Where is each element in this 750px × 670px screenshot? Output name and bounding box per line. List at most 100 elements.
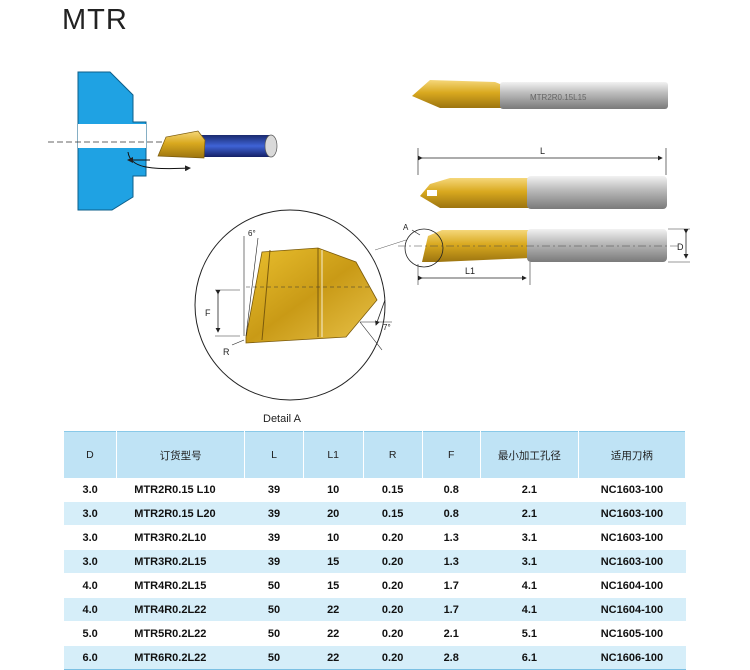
cell-r: 0.15 [363, 478, 423, 502]
cell-min-bore: 3.1 [480, 525, 579, 550]
technical-drawing: MTR2R0.15L15 L A D L1 6° [48, 71, 690, 401]
cell-r: 0.20 [363, 525, 423, 550]
cell-d: 4.0 [64, 597, 117, 622]
cell-order-no: MTR2R0.15 L20 [116, 501, 245, 526]
cell-min-bore: 6.1 [480, 645, 579, 670]
cell-d: 5.0 [64, 621, 117, 646]
cell-d: 6.0 [64, 645, 117, 670]
dim-L: L [540, 146, 545, 156]
col-header-l: L [244, 431, 304, 478]
cell-min-bore: 2.1 [480, 478, 579, 502]
cell-f: 1.7 [422, 573, 481, 598]
cell-l: 39 [244, 549, 304, 574]
cell-f: 2.8 [422, 645, 481, 670]
dim-D: D [677, 242, 684, 252]
boring-bar-in-bore [127, 130, 278, 172]
cell-l: 50 [244, 621, 304, 646]
cell-order-no: MTR5R0.2L22 [116, 621, 245, 646]
col-header-min-bore: 最小加工孔径 [480, 431, 579, 478]
cell-l1: 22 [303, 597, 364, 622]
col-header-f: F [422, 431, 481, 478]
detail-caption: Detail A [263, 413, 301, 425]
cell-holder: NC1605-100 [578, 621, 686, 646]
col-header-r: R [363, 431, 423, 478]
col-header-holder: 适用刀柄 [578, 431, 687, 478]
cell-min-bore: 4.1 [480, 597, 579, 622]
angle-7: 7° [383, 323, 391, 332]
cell-r: 0.15 [363, 501, 423, 526]
tool-dimension-view: A D L1 [398, 223, 690, 285]
cell-f: 0.8 [422, 478, 481, 502]
dim-R: R [223, 347, 230, 357]
cell-l1: 20 [303, 501, 364, 526]
cell-min-bore: 4.1 [480, 573, 579, 598]
cell-l1: 10 [303, 478, 364, 502]
cell-l: 39 [244, 525, 304, 550]
table-header-row: D 订货型号 L L1 R F 最小加工孔径 适用刀柄 [64, 431, 687, 478]
cell-r: 0.20 [363, 573, 423, 598]
cell-holder: NC1603-100 [578, 525, 686, 550]
cell-f: 0.8 [422, 501, 481, 526]
cell-order-no: MTR4R0.2L22 [116, 597, 245, 622]
cell-d: 4.0 [64, 573, 117, 598]
cell-d: 3.0 [64, 501, 117, 526]
cell-r: 0.20 [363, 597, 423, 622]
cell-order-no: MTR3R0.2L10 [116, 525, 245, 550]
callout-A: A [403, 223, 409, 232]
cell-order-no: MTR4R0.2L15 [116, 573, 245, 598]
cell-l1: 22 [303, 621, 364, 646]
cell-holder: NC1603-100 [578, 501, 686, 526]
col-header-d: D [64, 431, 117, 478]
tool-side-view: L [417, 146, 667, 209]
shank-marking: MTR2R0.15L15 [530, 93, 587, 102]
cell-r: 0.20 [363, 621, 423, 646]
cell-holder: NC1606-100 [578, 645, 686, 670]
cell-d: 3.0 [64, 478, 117, 502]
cell-order-no: MTR2R0.15 L10 [116, 478, 245, 502]
cell-r: 0.20 [363, 645, 423, 670]
col-header-order-no: 订货型号 [116, 431, 246, 478]
cell-l1: 10 [303, 525, 364, 550]
col-header-l1: L1 [303, 431, 364, 478]
cell-holder: NC1603-100 [578, 478, 686, 502]
cell-f: 1.7 [422, 597, 481, 622]
cell-order-no: MTR6R0.2L22 [116, 645, 245, 670]
cell-d: 3.0 [64, 525, 117, 550]
dim-F: F [205, 308, 211, 318]
cell-f: 2.1 [422, 621, 481, 646]
cell-l1: 15 [303, 573, 364, 598]
cell-f: 1.3 [422, 549, 481, 574]
cell-min-bore: 2.1 [480, 501, 579, 526]
page-title: MTR [62, 4, 128, 36]
detail-a-view: 6° F R 7° [194, 209, 392, 401]
tool-photo: MTR2R0.15L15 [412, 80, 668, 109]
angle-6: 6° [248, 229, 256, 238]
dim-L1: L1 [465, 266, 475, 276]
cell-holder: NC1604-100 [578, 597, 686, 622]
cell-holder: NC1603-100 [578, 549, 686, 574]
cell-l: 50 [244, 645, 304, 670]
cell-l: 50 [244, 573, 304, 598]
cell-l: 39 [244, 501, 304, 526]
cell-order-no: MTR3R0.2L15 [116, 549, 245, 574]
cell-l: 50 [244, 597, 304, 622]
cell-l: 39 [244, 478, 304, 502]
cell-f: 1.3 [422, 525, 481, 550]
cell-l1: 15 [303, 549, 364, 574]
cell-min-bore: 5.1 [480, 621, 579, 646]
cell-l1: 22 [303, 645, 364, 670]
cell-holder: NC1604-100 [578, 573, 686, 598]
cell-d: 3.0 [64, 549, 117, 574]
cell-r: 0.20 [363, 549, 423, 574]
cell-min-bore: 3.1 [480, 549, 579, 574]
